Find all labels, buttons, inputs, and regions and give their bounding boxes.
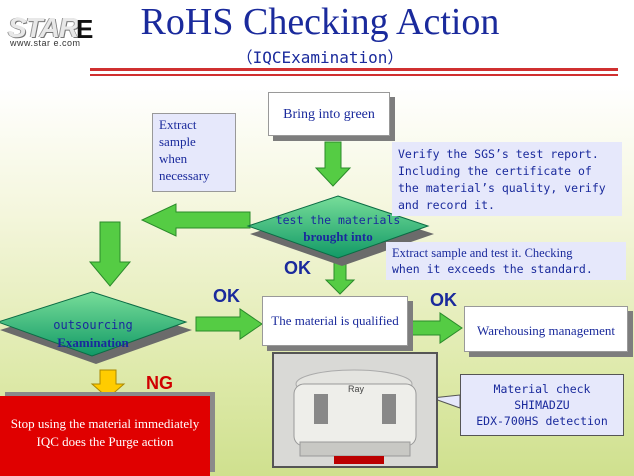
material-check-text: Material check SHIMADZU EDX-700HS detect… (476, 382, 608, 428)
ok-label-right: OK (430, 290, 457, 310)
edx-machine-image (274, 354, 436, 466)
arrow-left-1 (140, 203, 251, 237)
machine-photo: Ray (272, 352, 438, 468)
extract-sample-text: Extract sample when necessary (159, 117, 210, 183)
warehousing-box: Warehousing management (464, 306, 628, 352)
extract-sample-note: Extract sample when necessary (152, 113, 236, 192)
verify-sgs-note: Verify the SGS’s test report. Including … (392, 142, 622, 216)
qualified-label: The material is qualified (271, 313, 399, 328)
arrow-down-1 (314, 141, 352, 187)
ok-label-center: OK (284, 258, 311, 278)
logo-url: www.star e.com (10, 38, 81, 48)
ok-label-left: OK (213, 286, 240, 306)
stop-line1: Stop using the material immediately (10, 416, 200, 431)
extract-test-line2: when it exceeds the standard. (392, 262, 593, 276)
outsourcing-line2: Examination (57, 335, 129, 350)
arrow-down-ng (90, 369, 126, 399)
diamond-outsource (0, 291, 188, 357)
logo-letter: E (76, 14, 94, 44)
stop-box: Stop using the material immediately IQC … (0, 396, 210, 476)
outsourcing-line1: outsourcing (53, 318, 133, 332)
verify-sgs-text: Verify the SGS’s test report. Including … (398, 147, 606, 212)
diamond-test (246, 195, 430, 259)
logo-text: STAR (8, 12, 79, 43)
arrow-right-1 (195, 308, 263, 340)
extract-test-line1: Extract sample and test it. Checking (392, 246, 573, 260)
bring-into-green-box: Bring into green (268, 92, 390, 136)
ng-label: NG (146, 373, 173, 393)
machine-brand: Ray (348, 384, 365, 394)
test-materials-line1: test the materials (275, 213, 401, 227)
test-materials-line2: brought into (303, 229, 373, 244)
arrow-down-left (88, 221, 132, 287)
title-rule-bottom (90, 74, 618, 76)
arrow-down-2 (324, 261, 356, 295)
title-rule-top (90, 68, 618, 71)
page-title: RoHS Checking Action (140, 1, 500, 43)
arrow-right-2 (411, 312, 463, 344)
page-subtitle: （IQCExamination） (236, 48, 404, 67)
qualified-box: The material is qualified (262, 296, 408, 346)
warehousing-label: Warehousing management (477, 323, 615, 338)
material-check-callout: Material check SHIMADZU EDX-700HS detect… (460, 374, 624, 436)
stop-line2: IQC does the Purge action (36, 434, 174, 449)
bring-into-green-label: Bring into green (283, 107, 375, 122)
extract-test-note: Extract sample and test it. Checking whe… (386, 242, 626, 280)
